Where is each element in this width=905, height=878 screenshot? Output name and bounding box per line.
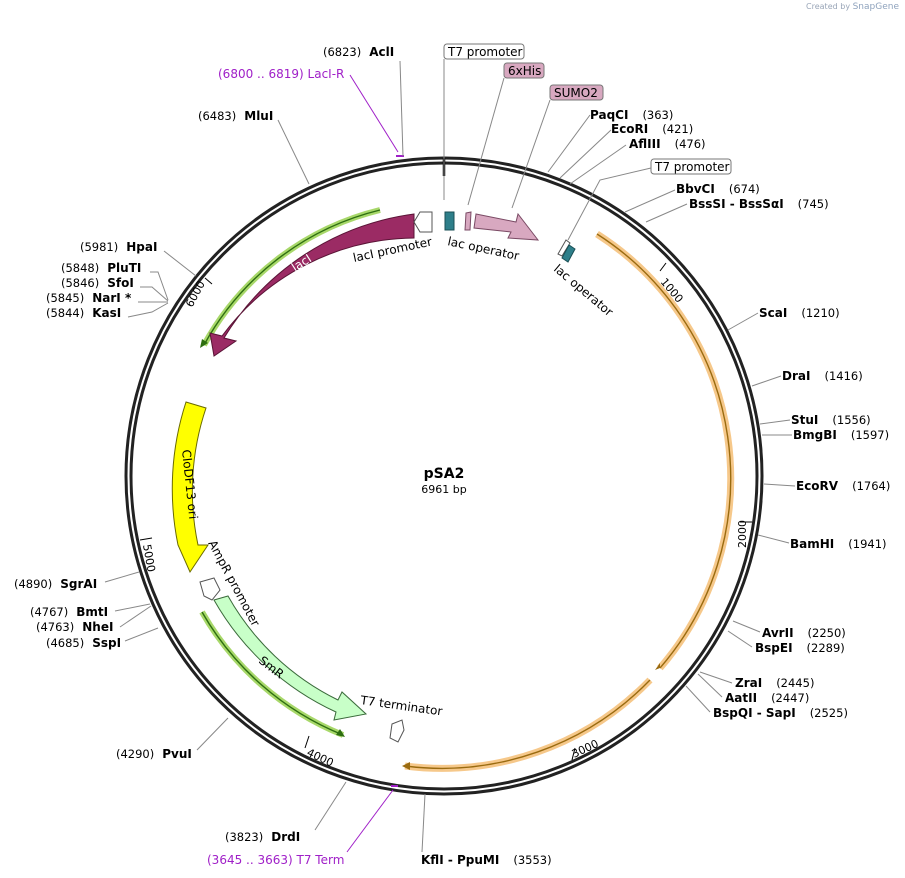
lac-operator-2-box[interactable] — [561, 244, 576, 263]
site-mlui[interactable]: (6483)MluI — [198, 109, 273, 123]
site-drai[interactable]: DraI(1416) — [782, 369, 863, 383]
t7-terminator-feature[interactable] — [389, 719, 405, 743]
site-paqci[interactable]: PaqCI(363) — [590, 108, 673, 122]
t7-term-primer-leader — [346, 789, 394, 853]
boxed-labels: T7 promoter 6xHis SUMO2 T7 promoter — [443, 43, 732, 241]
site-bspqi[interactable]: BspQI - SapI(2525) — [713, 706, 848, 720]
site-zrai[interactable]: ZraI(2445) — [735, 676, 814, 690]
tick-label-5000: 5000 — [140, 543, 158, 573]
t7-promoter-1-box[interactable] — [443, 43, 525, 60]
plasmid-length: 6961 bp — [421, 483, 466, 496]
lac-operator-2-label: lac operator — [551, 262, 616, 320]
ampr-promoter-arrow[interactable] — [199, 577, 221, 601]
site-bbvci[interactable]: BbvCI(674) — [676, 182, 760, 196]
orange-arc-2 — [404, 679, 651, 769]
site-avrii[interactable]: AvrII(2250) — [762, 626, 846, 640]
site-afliii[interactable]: AflIII(476) — [629, 137, 706, 151]
smr-feature-arrow[interactable] — [213, 595, 368, 721]
site-hpai[interactable]: (5981)HpaI — [80, 240, 157, 254]
clodf13-ori-arrow[interactable] — [171, 401, 209, 574]
orange-arc-1 — [596, 233, 732, 669]
site-stui[interactable]: StuI(1556) — [791, 413, 871, 427]
t7-promoter-2-leader — [567, 167, 652, 241]
t7-promoter-2-box[interactable] — [650, 158, 732, 175]
site-ecorv[interactable]: EcoRV(1764) — [796, 479, 890, 493]
sumo-box[interactable] — [549, 84, 604, 101]
t7-promoter-1-label: T7 promoter — [447, 45, 523, 59]
site-nari[interactable]: (5845)NarI * — [46, 291, 132, 305]
tick-label-6000: 6000 — [183, 279, 208, 310]
green-arrowhead-smr — [336, 729, 345, 737]
tick-label-2000: 2000 — [736, 520, 749, 548]
tick-marks: 1000 2000 3000 4000 5000 6000 — [139, 262, 752, 770]
orange-arrowhead-2 — [402, 762, 410, 770]
site-kasi[interactable]: (5844)KasI — [46, 306, 121, 320]
tick-label-4000: 4000 — [305, 746, 336, 770]
his-tag-feature[interactable] — [464, 211, 472, 231]
green-arc-laci — [203, 209, 381, 346]
laci-promoter-arrow[interactable] — [413, 211, 433, 233]
site-sgrai[interactable]: (4890)SgrAI — [14, 577, 97, 591]
site-sspi[interactable]: (4685)SspI — [46, 636, 121, 650]
site-bmgbi[interactable]: BmgBI(1597) — [793, 428, 889, 442]
site-acli[interactable]: (6823)AclI — [323, 45, 394, 59]
site-drdi[interactable]: (3823)DrdI — [225, 830, 300, 844]
sumo-leader — [511, 99, 551, 209]
site-ecori[interactable]: EcoRI(421) — [611, 122, 693, 136]
orange-arrowhead-1 — [655, 663, 660, 670]
t7-terminator-label: T7 terminator — [359, 693, 444, 719]
orange-highlight-arc-1 — [595, 231, 735, 671]
site-scai[interactable]: ScaI(1210) — [759, 306, 840, 320]
lac-operator-1-box[interactable] — [444, 211, 455, 231]
green-arc-smr — [201, 611, 344, 736]
laci-r-primer-label: (6800 .. 6819) LacI-R — [218, 67, 344, 81]
site-pvui[interactable]: (4290)PvuI — [116, 747, 192, 761]
plasmid-name: pSA2 — [424, 466, 465, 482]
laci-r-primer-leader — [349, 74, 399, 153]
his-leader — [467, 77, 505, 206]
snapgene-credit: Created by SnapGene — [806, 2, 899, 12]
site-aatii[interactable]: AatII(2447) — [725, 691, 809, 705]
t7-term-primer-label: (3645 .. 3663) T7 Term — [207, 853, 344, 867]
t7-promoter-2-label: T7 promoter — [654, 160, 730, 174]
site-pluti[interactable]: (5848)PluTI — [61, 261, 141, 275]
site-bsssi[interactable]: BssSI - BssSαI(745) — [689, 197, 829, 211]
site-bamhi[interactable]: BamHI(1941) — [790, 537, 887, 551]
his-box[interactable] — [503, 62, 545, 79]
laci-feature-arrow[interactable] — [209, 213, 415, 357]
tick-label-3000: 3000 — [570, 737, 601, 761]
site-bspei[interactable]: BspEI(2289) — [755, 641, 845, 655]
site-bmti[interactable]: (4767)BmtI — [30, 605, 108, 619]
left-sites: (6823)AclI (6483)MluI (5981)HpaI (5848)P… — [14, 45, 404, 844]
sumo-label: SUMO2 — [554, 86, 598, 100]
his-label: 6xHis — [508, 64, 541, 78]
site-nhei[interactable]: (4763)NheI — [36, 620, 113, 634]
site-kfli[interactable]: KflI - PpuMI(3553) — [421, 853, 552, 867]
sumo2-feature-arrow[interactable] — [473, 212, 540, 241]
green-arrowhead-laci — [200, 339, 208, 348]
t7-promoter-2-feature[interactable] — [557, 239, 571, 257]
site-sfoi[interactable]: (5846)SfoI — [61, 276, 134, 290]
right-sites: PaqCI(363) EcoRI(421) AflIII(476) BbvCI(… — [421, 108, 890, 867]
